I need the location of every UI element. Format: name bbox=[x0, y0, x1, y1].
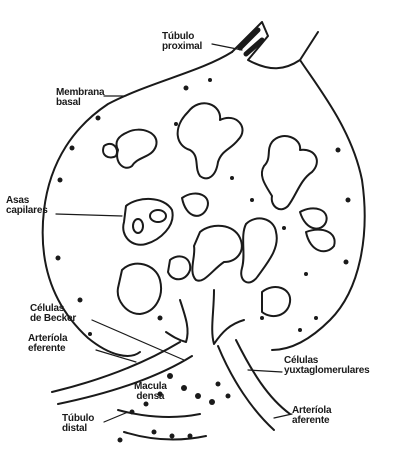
capsule-right-wall bbox=[272, 60, 365, 350]
distal-tubule bbox=[118, 410, 206, 439]
label-asas-capilares: Asas capilares bbox=[6, 196, 48, 216]
capillary-loop-mid-right-2 bbox=[306, 230, 335, 252]
leader-asas-capilares bbox=[56, 214, 122, 216]
label-arteriola-aferente: Arteríola aferente bbox=[292, 406, 331, 426]
capillary-loop-far-left-small bbox=[103, 144, 117, 158]
proximal-tubule-shading bbox=[240, 30, 262, 54]
capillary-loop-mid-right bbox=[300, 208, 327, 228]
leader-arteriola-aferente bbox=[274, 414, 292, 418]
label-celulas-yuxtaglomerulares: Células yuxtaglomerulares bbox=[284, 356, 370, 376]
label-arteriola-eferente: Arteríola eferente bbox=[28, 334, 67, 354]
vascular-stalk bbox=[166, 290, 244, 344]
capillary-loop-center-branch bbox=[192, 226, 241, 281]
label-tubulo-proximal: Túbulo proximal bbox=[162, 32, 202, 52]
leader-tubulo-distal bbox=[104, 412, 128, 422]
capillary-loop-mid-center bbox=[182, 194, 208, 216]
capillary-loop-right-branch bbox=[241, 218, 277, 282]
capillary-loop-lower-right bbox=[262, 287, 290, 316]
capillary-loop-lower-left bbox=[118, 264, 161, 314]
nucleus-small bbox=[133, 219, 143, 233]
capillary-loop-left-cell bbox=[123, 199, 172, 245]
capillary-loop-lower-mid bbox=[168, 256, 190, 279]
label-celulas-becker: Células de Becker bbox=[30, 304, 76, 324]
efferent-arteriole bbox=[52, 342, 192, 404]
capillary-loop-top-center bbox=[178, 103, 243, 178]
capillary-loop-top-left bbox=[116, 130, 156, 168]
endothelial-cell bbox=[150, 210, 166, 222]
label-macula-densa: Macula densa bbox=[134, 382, 167, 402]
label-tubulo-distal: Túbulo distal bbox=[62, 414, 94, 434]
label-membrana-basal: Membrana basal bbox=[56, 88, 104, 108]
cell-nuclei bbox=[56, 78, 351, 443]
capillary-loop-top-right bbox=[262, 136, 317, 209]
